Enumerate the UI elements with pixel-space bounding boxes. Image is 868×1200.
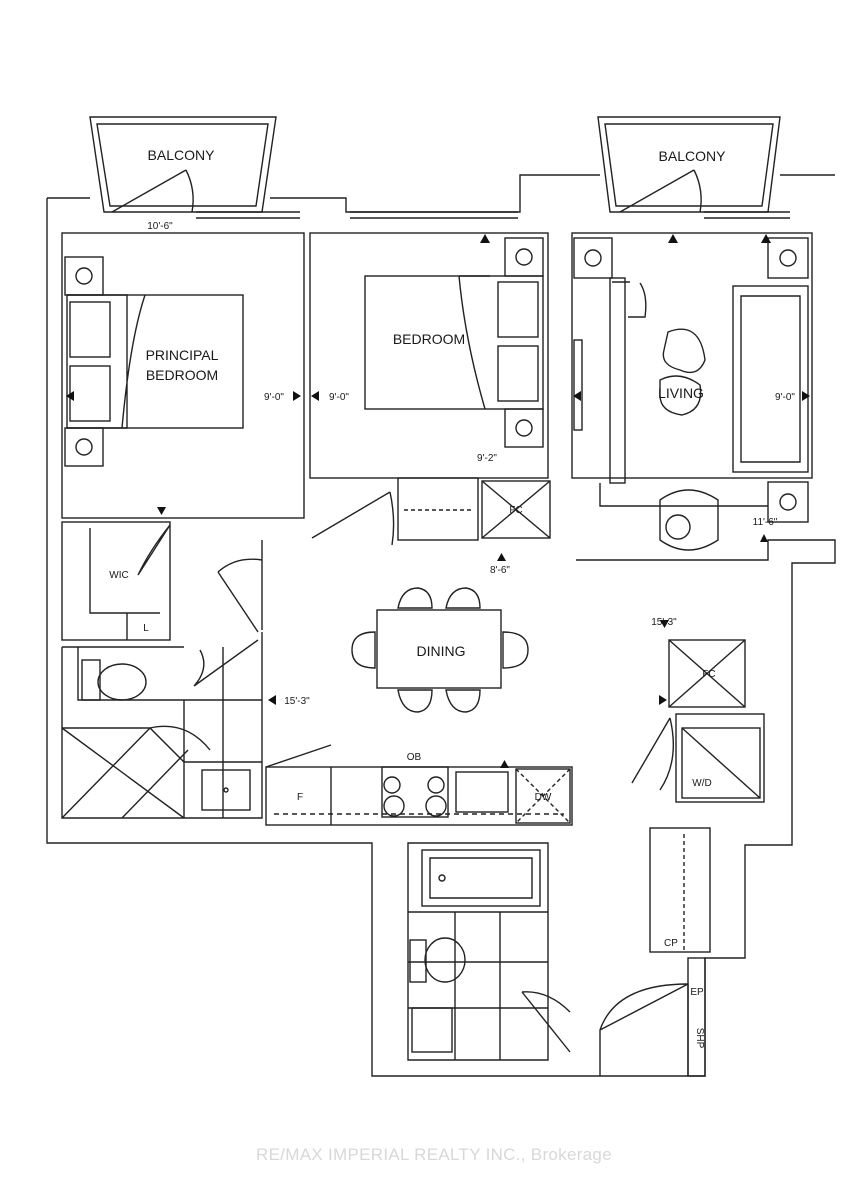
oven-label: OB [407, 752, 422, 763]
balcony-right-label: BALCONY [659, 148, 727, 164]
fc-hall-label: FC [702, 669, 715, 680]
hall-width-dim: 15'-3" [284, 696, 310, 707]
entry-door [599, 983, 689, 1076]
dining-width-dim: 15'-3" [651, 617, 677, 628]
bedroom-height-dim: 9'-0" [329, 392, 349, 403]
ep-label: EP [690, 987, 704, 998]
dishwasher [515, 768, 571, 824]
linen-label: L [143, 623, 149, 634]
bedroom-outline [309, 232, 549, 479]
principal-bedroom-label-line1: PRINCIPAL [146, 347, 219, 363]
balcony-width-dim: 10'-6" [147, 221, 173, 232]
window-strip [196, 211, 790, 219]
watermark: RE/MAX IMPERIAL REALTY INC., Brokerage [256, 1145, 612, 1164]
living-height-dim: 9'-0" [775, 392, 795, 403]
shower [61, 727, 185, 819]
shp-label: SHP [694, 1028, 705, 1049]
coat-closet [649, 827, 711, 953]
fc-bedroom-label: FC [509, 505, 522, 516]
balcony-left [89, 116, 277, 213]
washer-dryer [675, 713, 765, 803]
dishwasher-label: DW [535, 792, 552, 803]
bedroom-label: BEDROOM [393, 331, 465, 347]
principal-height-dim: 9'-0" [264, 392, 284, 403]
wd-label: W/D [692, 778, 711, 789]
dining-label: DINING [417, 643, 466, 659]
living-label: LIVING [658, 385, 704, 401]
coffee-table [659, 328, 706, 416]
ensuite-outline [61, 632, 263, 819]
living-outline [571, 232, 813, 479]
wic-label: WIC [109, 570, 128, 581]
principal-bedroom-outline [61, 232, 305, 519]
fridge-label: F [297, 792, 303, 803]
principal-bedroom-label-line2: BEDROOM [146, 367, 218, 383]
kitchen-counter [265, 766, 573, 826]
balcony-left-label: BALCONY [148, 147, 216, 163]
balcony-right [597, 116, 781, 213]
outer-wall [46, 198, 836, 1077]
living-width-dim: 11'-6" [753, 517, 778, 528]
wic-outline [61, 521, 171, 641]
bedroom-bed [364, 275, 544, 410]
fc-hall [668, 639, 746, 708]
dining-table [376, 609, 502, 689]
principal-bed [66, 294, 244, 429]
sofa [732, 285, 809, 473]
bedroom-width-dim: 8'-6" [490, 565, 510, 576]
bedroom-closet-dim: 9'-2" [477, 453, 497, 464]
armchair [659, 489, 719, 551]
main-bath-outline [407, 842, 549, 1061]
coat-label: CP [664, 938, 678, 949]
fc-bedroom [481, 480, 551, 539]
